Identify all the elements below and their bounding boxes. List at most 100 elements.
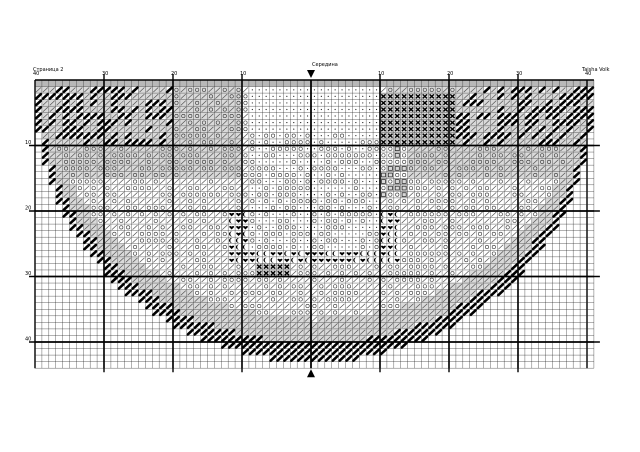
shaded-cell (207, 145, 215, 153)
diag-stitch-symbol (449, 264, 456, 270)
diag-stitch-symbol (70, 198, 76, 204)
x-symbol (408, 113, 414, 119)
diag-stitch-symbol (90, 106, 97, 113)
diag-stitch-symbol (228, 87, 235, 93)
diag-stitch-symbol (552, 210, 560, 218)
circle-symbol (484, 192, 489, 197)
circle-symbol (222, 212, 227, 217)
diag-stitch-symbol (552, 105, 560, 114)
diag-stitch-symbol (325, 309, 331, 316)
dot-symbol (251, 226, 253, 228)
diag-stitch-symbol (449, 172, 456, 178)
diag-stitch-symbol (573, 159, 580, 165)
circle-symbol (402, 238, 407, 243)
diag-stitch-symbol (104, 146, 111, 152)
circle-symbol (195, 127, 200, 132)
diag-stitch-symbol (173, 139, 180, 145)
diag-stitch-symbol (318, 270, 325, 276)
shaded-cell (386, 80, 394, 87)
dot-symbol (362, 121, 364, 124)
shaded-cell (255, 80, 263, 87)
diag-stitch-symbol (484, 120, 490, 126)
circle-symbol (298, 297, 303, 302)
diag-stitch-symbol (469, 295, 477, 304)
diag-stitch-symbol (111, 178, 118, 185)
diag-stitch-symbol (552, 112, 560, 120)
diag-stitch-symbol (572, 86, 581, 94)
diag-stitch-symbol (76, 105, 84, 114)
circle-symbol (519, 153, 524, 158)
dot-symbol (300, 194, 302, 196)
square-symbol (401, 185, 407, 191)
dot-symbol (279, 239, 281, 242)
circle-symbol (346, 159, 351, 164)
dot-symbol (313, 95, 316, 97)
circle-symbol (291, 212, 296, 217)
circle-symbol (126, 231, 131, 236)
heart-symbol (305, 252, 310, 256)
diag-stitch-symbol (484, 218, 490, 224)
x-symbol (394, 100, 400, 106)
dot-symbol (334, 141, 336, 143)
diag-stitch-symbol (456, 152, 463, 158)
dot-symbol (258, 121, 260, 124)
diag-stitch-symbol (366, 329, 373, 335)
circle-symbol (422, 212, 427, 217)
circle-symbol (126, 212, 131, 217)
circle-symbol (70, 159, 75, 164)
dot-symbol (279, 89, 281, 91)
dot-symbol (320, 154, 322, 156)
diag-stitch-symbol (373, 303, 380, 309)
diag-stitch-symbol (449, 251, 456, 257)
diag-stitch-symbol (104, 198, 111, 204)
circle-symbol (291, 140, 296, 145)
diag-stitch-symbol (567, 139, 573, 145)
diag-stitch-symbol (76, 125, 84, 133)
circle-symbol (560, 159, 565, 164)
square-symbol (401, 192, 407, 197)
dot-symbol (300, 174, 302, 176)
diag-stitch-symbol (103, 125, 112, 133)
circle-symbol (195, 153, 200, 158)
circle-symbol (326, 271, 331, 276)
diag-stitch-symbol (317, 341, 326, 349)
circle-symbol (443, 245, 448, 250)
circle-symbol (146, 231, 151, 236)
diag-stitch-symbol (153, 93, 159, 99)
heart-symbol (387, 225, 393, 230)
circle-symbol (195, 238, 200, 243)
shaded-cell (152, 171, 160, 179)
circle-symbol (133, 251, 138, 256)
circle-symbol (374, 140, 379, 145)
diag-stitch-symbol (518, 126, 525, 132)
diag-stitch-symbol (552, 138, 560, 146)
diag-stitch-symbol (118, 192, 124, 198)
square-symbol (401, 166, 407, 171)
diag-stitch-symbol (498, 159, 504, 165)
diag-stitch-symbol (539, 178, 545, 185)
diag-stitch-symbol (152, 99, 160, 107)
shaded-cell (55, 80, 63, 87)
dot-symbol (279, 95, 281, 97)
shaded-cell (90, 158, 98, 166)
diag-stitch-symbol (180, 303, 187, 309)
circle-symbol (236, 277, 241, 282)
diag-stitch-symbol (153, 224, 159, 230)
diag-stitch-symbol (401, 309, 407, 316)
diag-stitch-symbol (567, 106, 573, 113)
diag-stitch-symbol (215, 87, 221, 93)
diag-stitch-symbol (97, 231, 104, 237)
circle-symbol (402, 258, 407, 263)
shaded-cell (304, 80, 311, 87)
diag-stitch-symbol (173, 205, 180, 211)
diag-stitch-symbol (469, 302, 477, 310)
circle-symbol (236, 120, 241, 125)
circle-symbol (112, 153, 117, 158)
circle-symbol (526, 159, 531, 164)
circle-symbol (70, 172, 75, 177)
diag-stitch-symbol (207, 335, 215, 343)
diag-stitch-symbol (41, 145, 50, 153)
diag-stitch-symbol (491, 218, 497, 224)
dot-symbol (293, 95, 295, 97)
circle-symbol (512, 218, 517, 223)
